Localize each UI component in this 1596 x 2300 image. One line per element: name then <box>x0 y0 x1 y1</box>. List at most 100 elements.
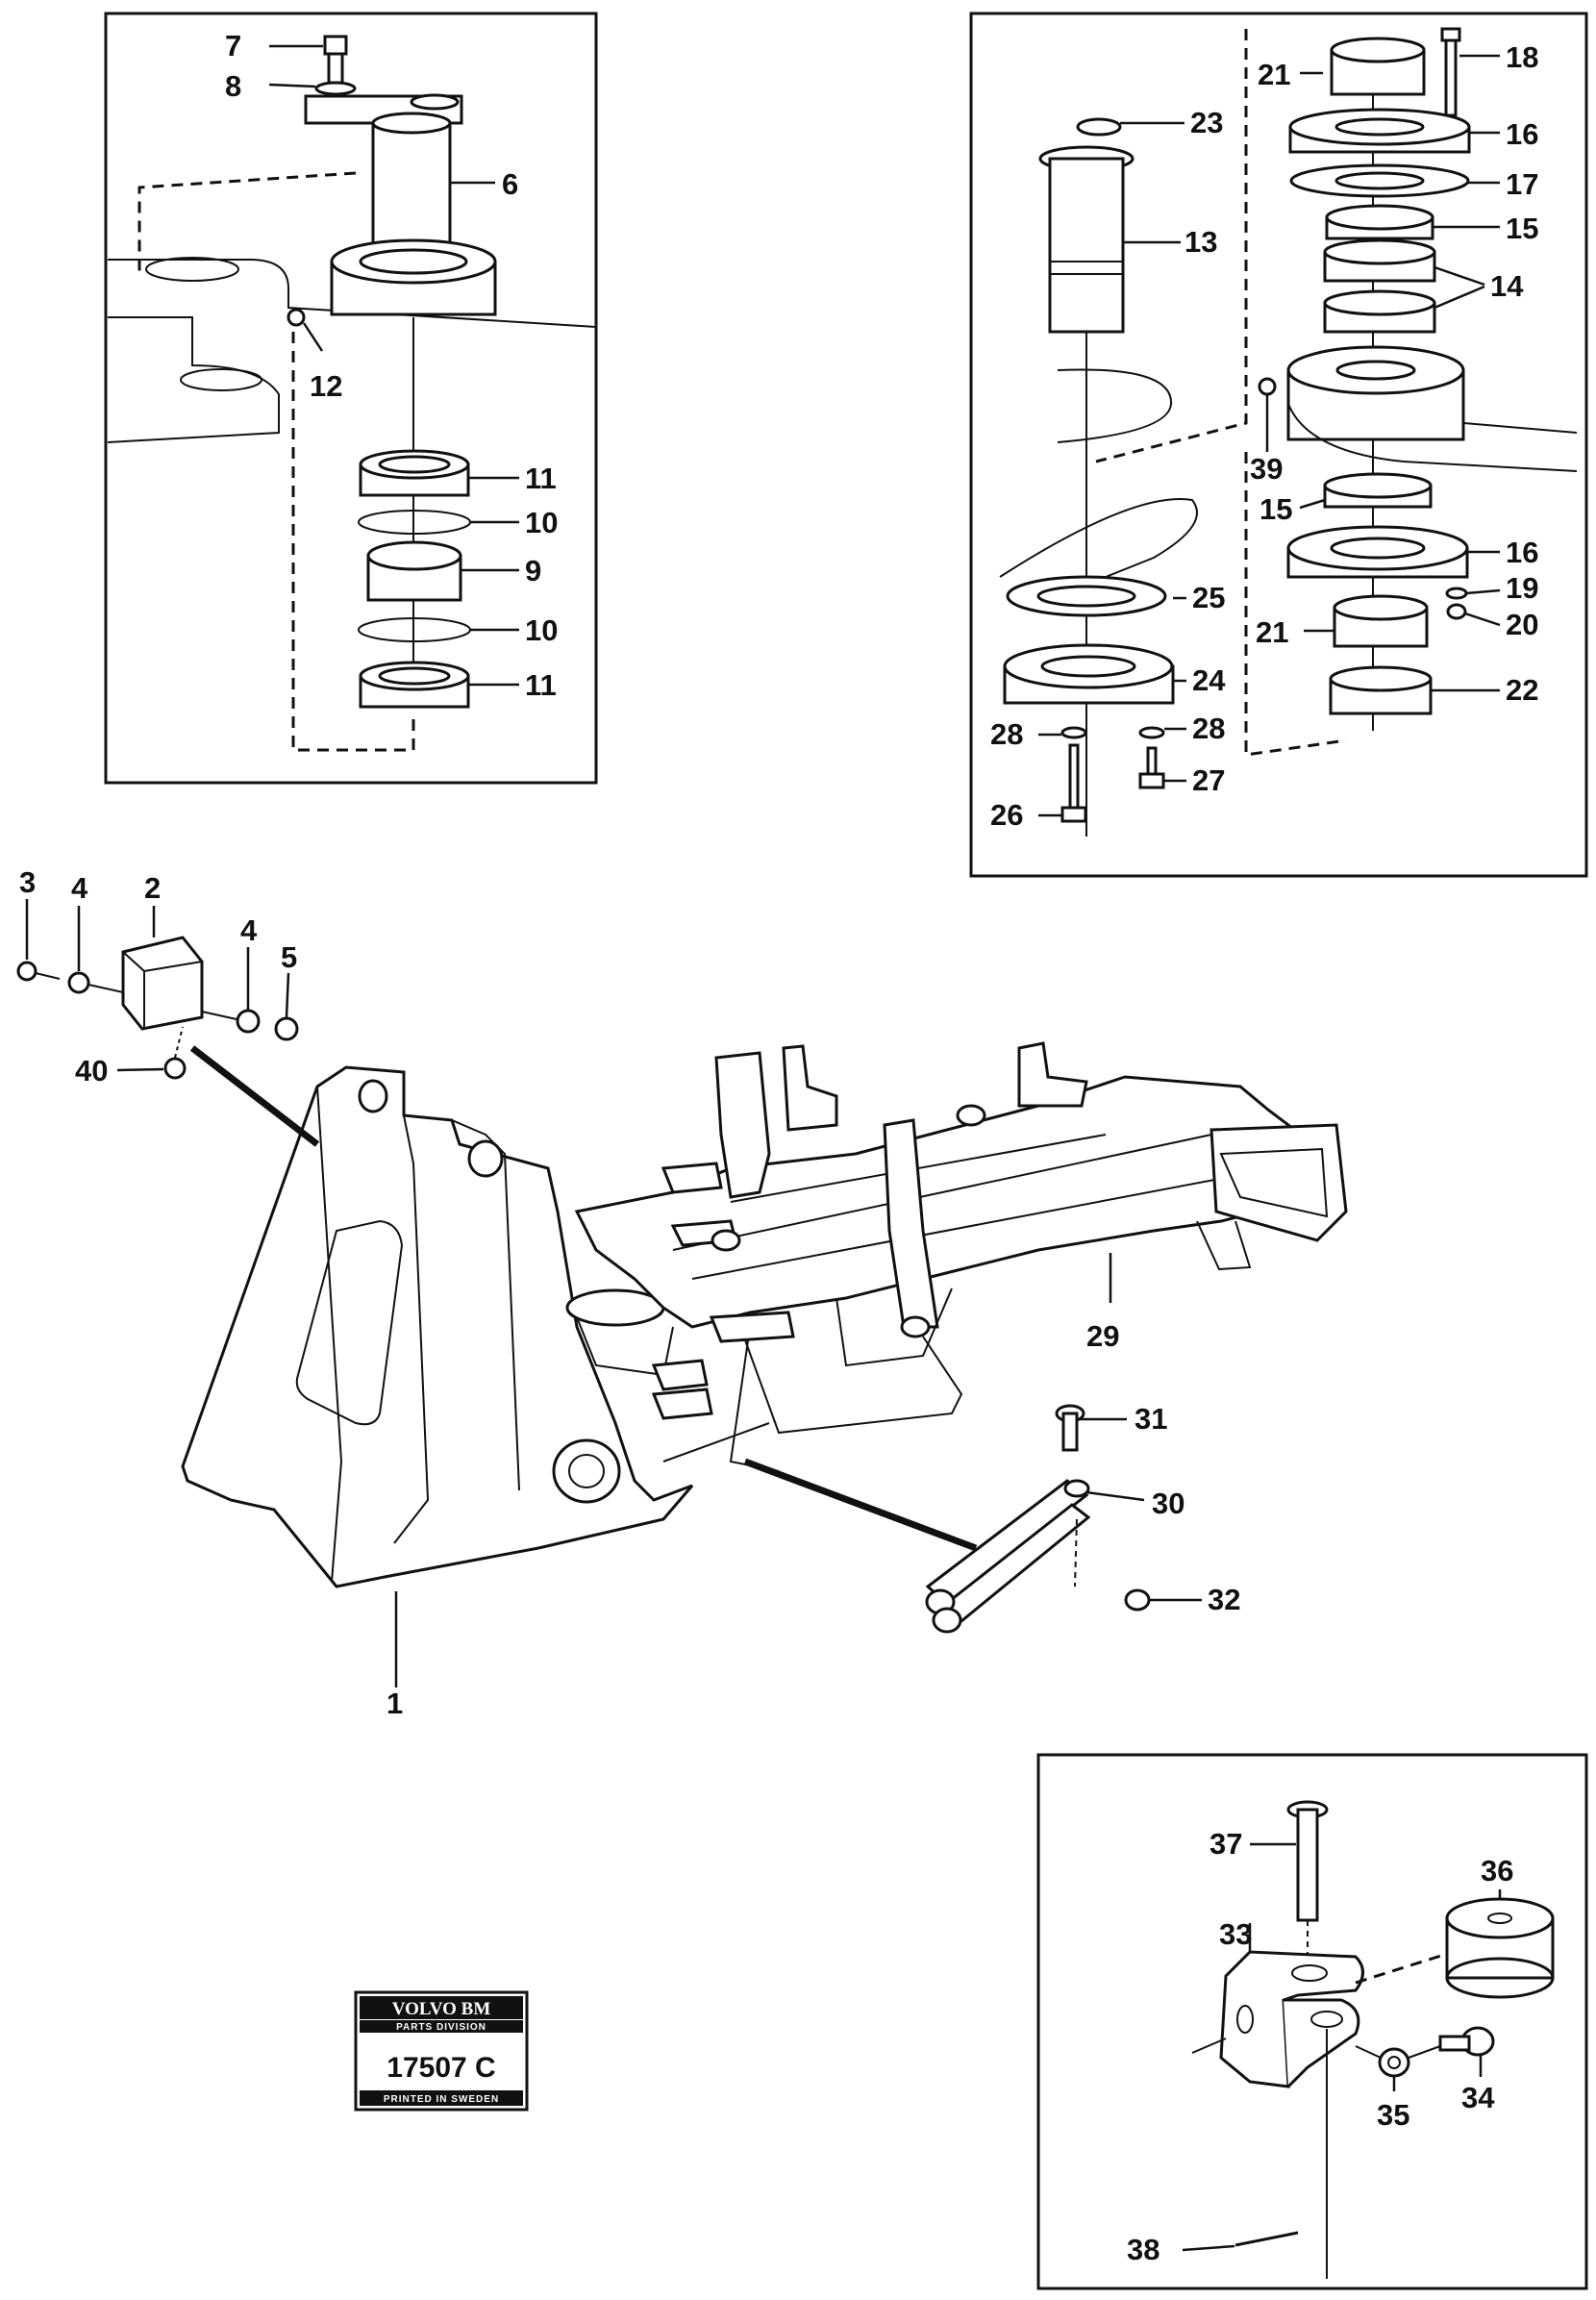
nut-20 <box>1446 603 1467 620</box>
callout-11-lower: 11 <box>525 668 557 702</box>
washer-35 <box>1378 2047 1410 2078</box>
inset-upper-right: 23 13 21 18 16 17 15 14 39 15 16 19 20 2… <box>969 12 1588 878</box>
pin-37 <box>1286 1800 1329 1922</box>
callout-18: 18 <box>1506 40 1538 74</box>
callout-38: 38 <box>1127 2233 1160 2266</box>
washer-4-right <box>236 1009 261 1034</box>
callout-16-lower: 16 <box>1506 536 1538 569</box>
callout-2: 2 <box>144 871 161 905</box>
callout-28-left: 28 <box>990 717 1023 751</box>
inset-frame-upper-left <box>104 12 598 785</box>
callout-29: 29 <box>1086 1319 1119 1353</box>
bushing-21-lower <box>1333 594 1429 648</box>
seal-15-lower <box>1323 472 1433 509</box>
washer-19 <box>1445 587 1468 600</box>
frame-stub-lower <box>107 316 280 443</box>
parts-stamp: VOLVO BM PARTS DIVISION 17507 C PRINTED … <box>354 1990 529 2112</box>
washer-28-left <box>1060 726 1087 739</box>
callout-36: 36 <box>1481 1854 1513 1888</box>
callout-35: 35 <box>1377 2098 1409 2132</box>
callout-4-left: 4 <box>71 871 88 905</box>
front-frame-edge <box>316 1086 343 1583</box>
callout-24: 24 <box>1192 663 1226 697</box>
hub-boss <box>1286 345 1578 472</box>
bolt-18 <box>1440 27 1461 117</box>
rear-crossmember <box>1209 1123 1348 1242</box>
boss-upper <box>330 238 497 316</box>
callout-17: 17 <box>1506 167 1538 201</box>
inset-lower-right: 37 36 33 34 35 38 <box>1036 1753 1588 2290</box>
bolt-34 <box>1438 2026 1495 2057</box>
callout-40: 40 <box>75 1054 108 1088</box>
nipple-12 <box>287 308 306 327</box>
stamp-brand-band <box>360 1996 523 2019</box>
callout-6: 6 <box>502 167 518 201</box>
frame-plate-a <box>1057 368 1173 443</box>
flange-16-lower <box>1286 525 1469 579</box>
callout-9: 9 <box>525 554 541 588</box>
rubber-stop-36 <box>1445 1897 1555 1999</box>
callout-20: 20 <box>1506 608 1538 641</box>
callout-27: 27 <box>1192 763 1225 797</box>
callout-31: 31 <box>1135 1402 1167 1436</box>
callout-25: 25 <box>1192 581 1225 614</box>
callout-34: 34 <box>1461 2081 1495 2114</box>
callout-26: 26 <box>990 798 1023 832</box>
main-frame: 3 4 2 4 5 40 1 29 31 30 32 <box>16 865 1348 1720</box>
callout-16-upper: 16 <box>1506 117 1538 151</box>
flange-16-upper <box>1288 108 1471 154</box>
stamp-division: PARTS DIVISION <box>396 2022 486 2033</box>
bushing-9 <box>366 540 462 602</box>
callout-10-upper: 10 <box>525 506 558 539</box>
bolt-27 <box>1138 746 1165 789</box>
front-frame-body <box>181 1065 694 1588</box>
bearing-14-upper <box>1323 238 1436 283</box>
callout-21-lower: 21 <box>1256 615 1288 649</box>
callout-15-upper: 15 <box>1506 212 1538 245</box>
callout-37: 37 <box>1209 1827 1242 1861</box>
upright-center <box>883 1118 939 1329</box>
pin-13 <box>1038 145 1135 334</box>
callout-11-upper: 11 <box>525 462 557 495</box>
callout-21-upper: 21 <box>1258 58 1290 91</box>
ring-22 <box>1329 665 1433 715</box>
inset-frame-upper-right <box>969 12 1588 878</box>
callout-1: 1 <box>387 1687 403 1720</box>
spring-pin-38 <box>1234 2231 1299 2247</box>
bearing-11-lower <box>359 661 470 709</box>
frame-stub-upper <box>108 259 597 328</box>
cap-23 <box>1076 117 1122 137</box>
bearing-14-lower <box>1323 289 1436 334</box>
stamp-code: 17507 C <box>387 2052 495 2084</box>
ring-24 <box>1003 643 1175 705</box>
pin-6 <box>304 93 463 248</box>
bolt-7 <box>323 35 348 85</box>
bolt-3 <box>16 961 61 982</box>
stamp-origin: PRINTED IN SWEDEN <box>384 2094 499 2105</box>
callout-23: 23 <box>1190 106 1223 139</box>
seal-15-upper <box>1325 204 1434 240</box>
pin-31 <box>1055 1404 1085 1452</box>
washer-8 <box>314 81 357 96</box>
callout-13: 13 <box>1185 225 1217 259</box>
callout-10-lower: 10 <box>525 613 558 647</box>
bolt-32 <box>1124 1588 1151 1612</box>
boss-pivot-lower <box>552 1438 621 1504</box>
washer-4-left <box>67 971 90 994</box>
bearing-11-upper <box>359 449 470 497</box>
callout-22: 22 <box>1506 673 1538 707</box>
callout-28-right: 28 <box>1192 712 1225 745</box>
callout-12: 12 <box>310 369 342 403</box>
inset-frame-lower-right <box>1036 1753 1588 2290</box>
boss-center <box>565 1288 665 1327</box>
callout-32: 32 <box>1208 1583 1240 1616</box>
bracket-33 <box>1191 1950 1364 2088</box>
bushing-21-upper <box>1330 37 1426 96</box>
callout-14: 14 <box>1490 269 1524 303</box>
callout-7: 7 <box>225 29 241 62</box>
frame-plate-b <box>999 498 1198 597</box>
nut-40 <box>163 1057 187 1080</box>
callout-30: 30 <box>1152 1487 1185 1520</box>
callout-3: 3 <box>19 865 36 899</box>
